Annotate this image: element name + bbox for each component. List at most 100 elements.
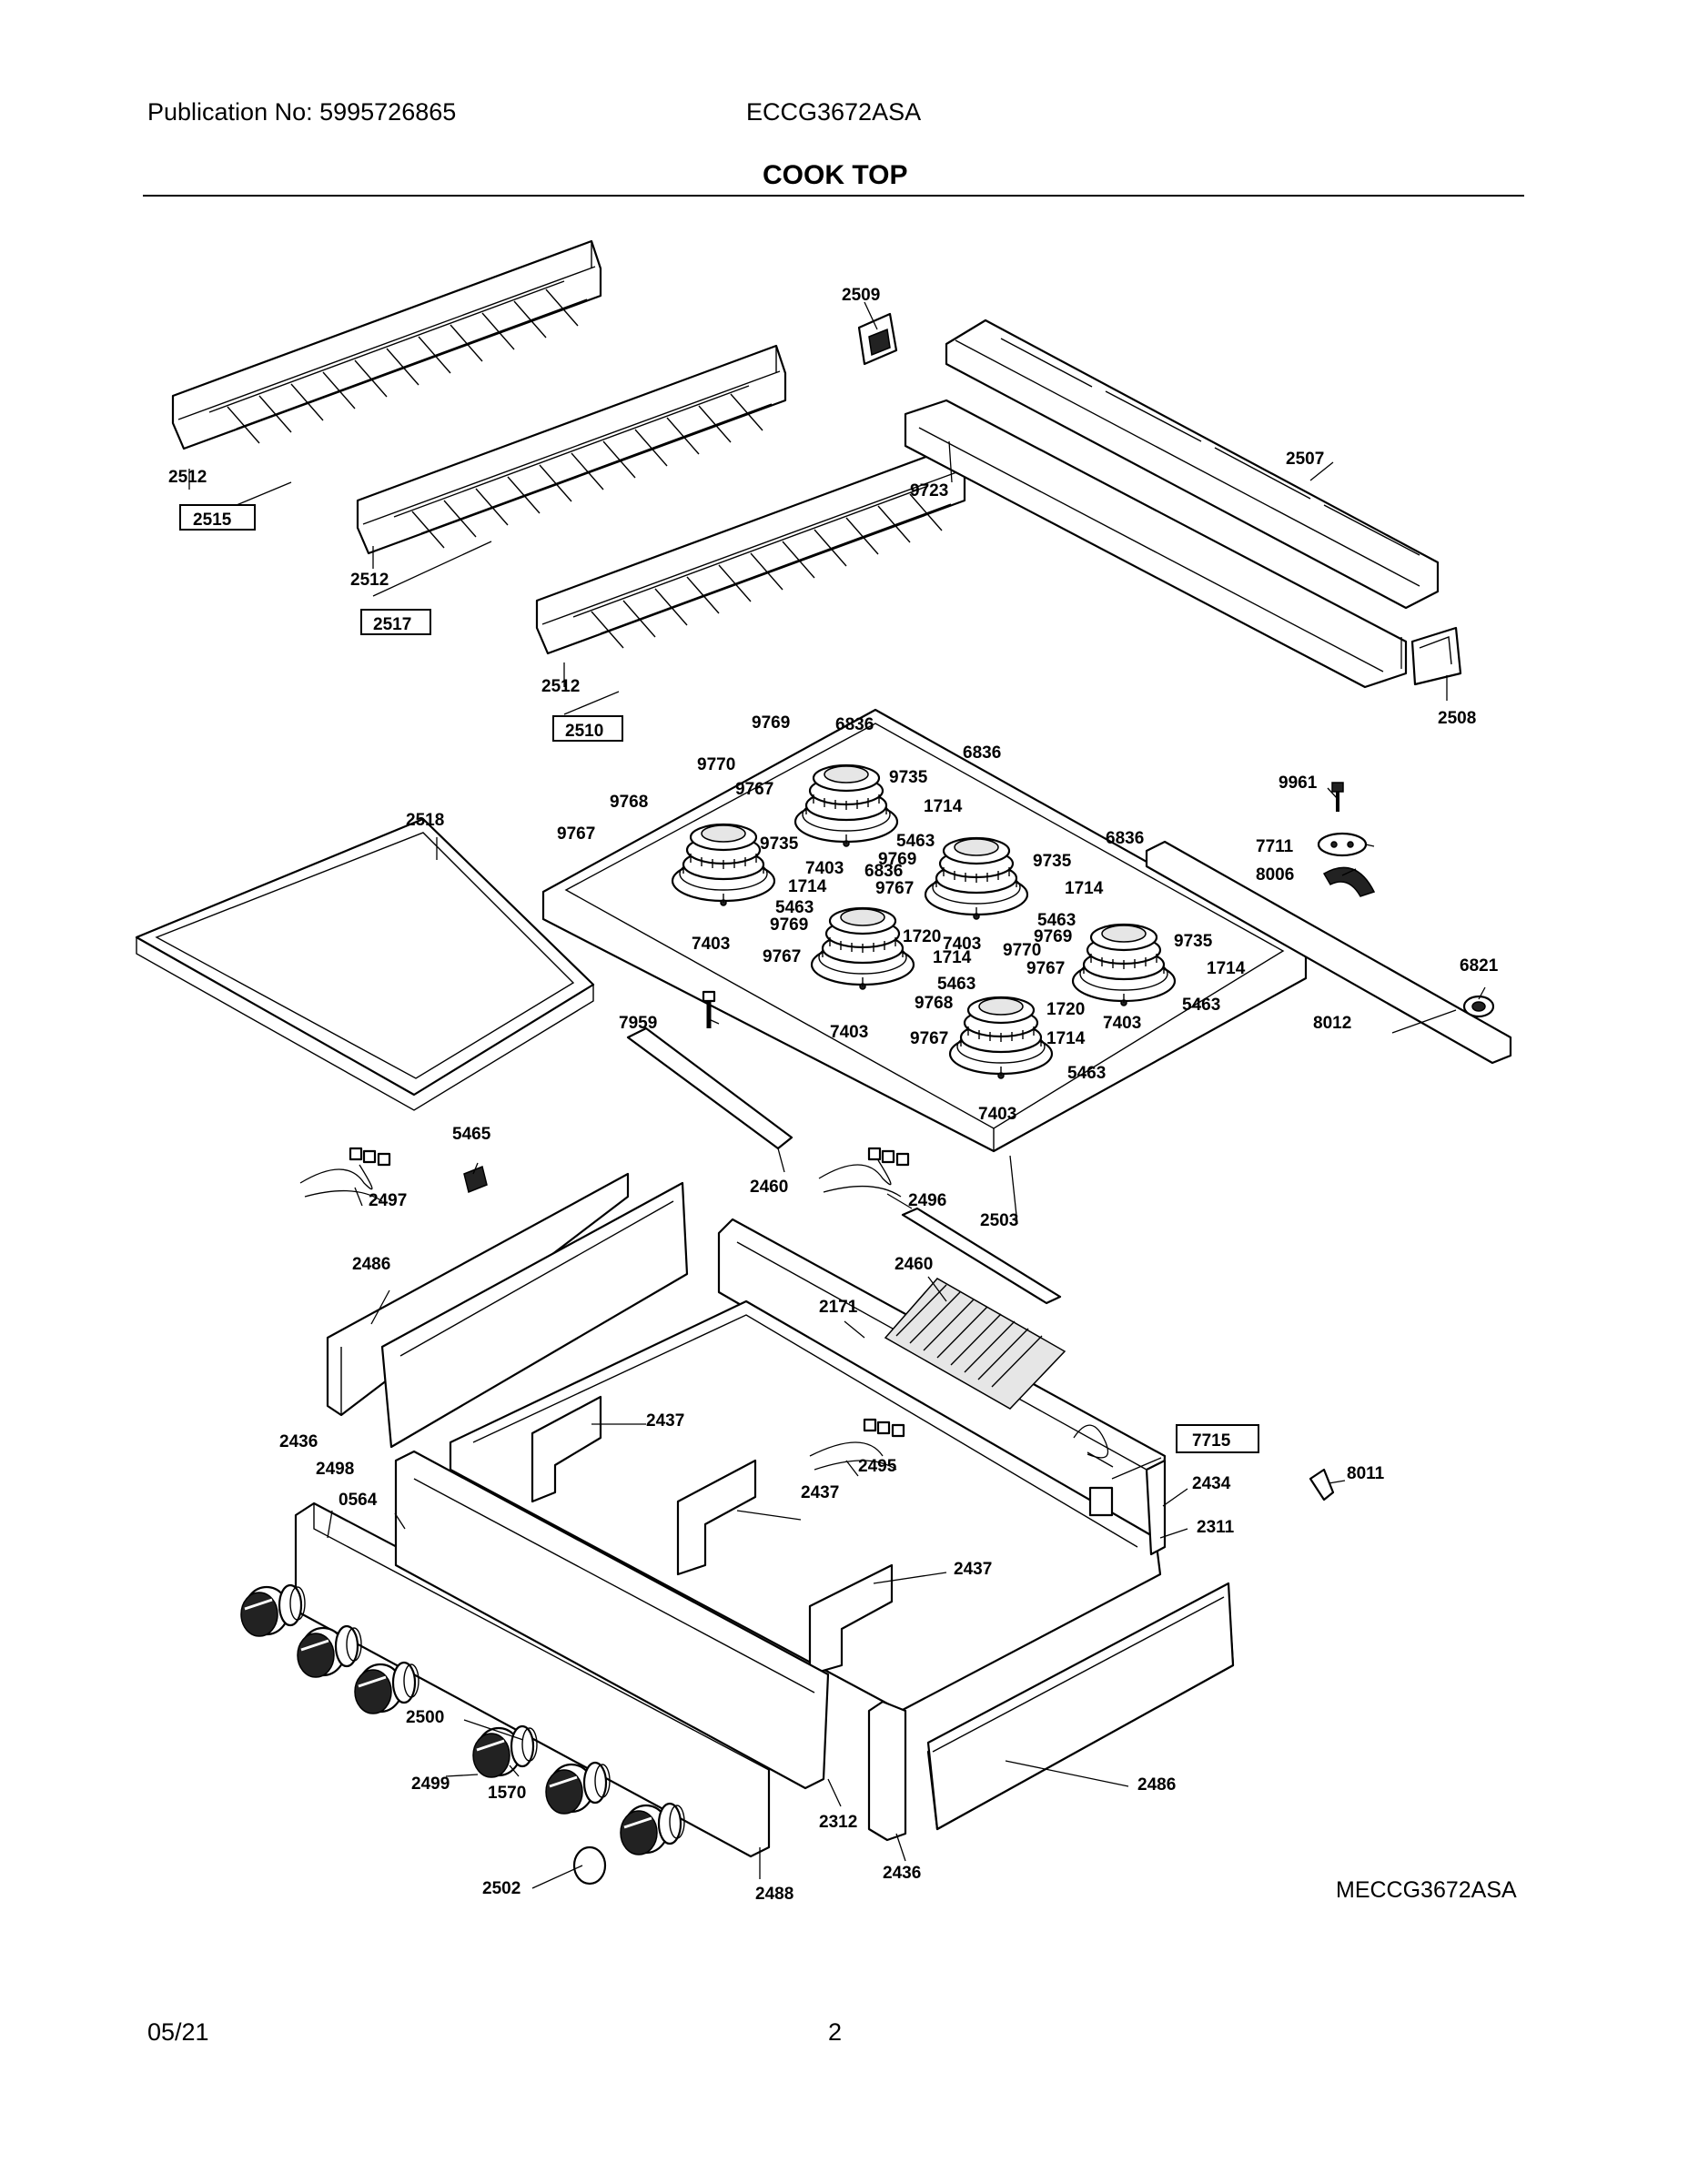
wire-bundle-7715 [1073, 1424, 1114, 1517]
clip-5465 [463, 1165, 488, 1194]
callout-2499: 2499 [411, 1774, 450, 1794]
screw-9961 [1331, 782, 1344, 812]
callout-5463: 5463 [896, 832, 935, 851]
callout-6836: 6836 [963, 743, 1001, 763]
shield-8006 [1322, 866, 1376, 897]
bumper-6821 [1462, 995, 1495, 1018]
side-panel-2486-right [926, 1582, 1235, 1831]
callout-1714: 1714 [788, 877, 827, 896]
callout-9735: 9735 [889, 768, 928, 787]
callout-2498: 2498 [316, 1460, 354, 1479]
callout-1714: 1714 [924, 797, 963, 816]
callout-2509: 2509 [842, 286, 880, 305]
callout-9770: 9770 [697, 755, 735, 774]
harness-2497 [299, 1147, 391, 1202]
leader-lines [188, 301, 1486, 1889]
callout-9767: 9767 [763, 947, 801, 966]
cooktop-2503 [541, 708, 1308, 1153]
callout-2500: 2500 [406, 1708, 444, 1727]
side-panel-2436-right [867, 1700, 907, 1842]
callout-5463: 5463 [775, 898, 814, 917]
callout-8012: 8012 [1313, 1014, 1351, 1033]
callout-2512-a: 2512 [168, 468, 207, 487]
callout-2460: 2460 [895, 1255, 933, 1274]
callout-box-2515 [179, 504, 256, 531]
side-panel-2436-left [380, 1181, 689, 1449]
callout-7403: 7403 [692, 935, 730, 954]
callout-2496: 2496 [908, 1191, 946, 1210]
callout-7403: 7403 [1103, 1014, 1141, 1033]
callout-9723: 9723 [910, 481, 948, 500]
callout-2460: 2460 [750, 1178, 788, 1197]
callout-9768: 9768 [610, 793, 648, 812]
callout-2171: 2171 [819, 1298, 858, 1317]
callout-7403: 7403 [978, 1105, 1016, 1124]
callout-9769: 9769 [770, 915, 808, 935]
callout-2436: 2436 [883, 1864, 921, 1883]
callout-2436: 2436 [279, 1432, 318, 1451]
callout-5463: 5463 [1037, 911, 1076, 930]
harness-2496 [818, 1147, 910, 1198]
inner-panel-2312 [394, 1450, 830, 1790]
callout-9767: 9767 [910, 1029, 948, 1048]
trim-bar-8012 [1145, 840, 1512, 1065]
callout-9767: 9767 [1026, 959, 1065, 978]
griddle-2518 [135, 817, 595, 1111]
callout-2517: 2517 [373, 615, 411, 634]
callout-9767: 9767 [557, 824, 595, 844]
callout-9769: 9769 [878, 850, 916, 869]
bracket-2460-lower [901, 1207, 1062, 1305]
callout-2512-b: 2512 [350, 571, 389, 590]
bracket-8011 [1309, 1468, 1335, 1502]
callout-5463: 5463 [1067, 1064, 1106, 1083]
brace-2437-a [531, 1395, 602, 1503]
knob-3 [353, 1661, 420, 1715]
bracket-2460-upper [626, 1026, 793, 1150]
callout-2486: 2486 [352, 1255, 390, 1274]
brace-2437-b [676, 1459, 757, 1576]
knob-1 [239, 1583, 307, 1638]
callout-8006: 8006 [1256, 865, 1294, 885]
callout-9735: 9735 [1174, 932, 1213, 951]
knob-2 [296, 1624, 363, 1679]
callout-2437: 2437 [646, 1411, 684, 1431]
header-rule [143, 195, 1524, 197]
callout-1720: 1720 [903, 927, 941, 946]
callout-5465: 5465 [452, 1125, 491, 1144]
callout-6821: 6821 [1460, 956, 1499, 976]
callout-1720: 1720 [1046, 1000, 1085, 1019]
grate-2515 [171, 239, 602, 450]
callout-box-7715 [1176, 1424, 1259, 1453]
callout-9769: 9769 [752, 713, 790, 733]
drawing-id: MECCG3672ASA [1336, 1877, 1517, 1903]
callout-2437: 2437 [954, 1560, 992, 1579]
callout-2486: 2486 [1137, 1775, 1176, 1795]
page-number: 2 [828, 2018, 843, 2046]
burner-box-base [449, 1299, 1162, 1713]
callout-2503: 2503 [980, 1211, 1018, 1230]
callout-9769: 9769 [1034, 927, 1072, 946]
heat-shield-2171 [884, 1278, 1066, 1410]
callout-2518: 2518 [406, 811, 444, 830]
callout-7959: 7959 [619, 1014, 657, 1033]
callout-2495: 2495 [858, 1457, 897, 1476]
callout-1714: 1714 [1046, 1029, 1086, 1048]
grate-2517 [356, 344, 787, 555]
callout-2434: 2434 [1192, 1474, 1231, 1493]
callout-1570: 1570 [488, 1784, 526, 1803]
bolt-7959 [702, 990, 716, 1028]
callout-2502: 2502 [482, 1879, 521, 1898]
revision-date: 05/21 [147, 2018, 209, 2046]
callout-1714: 1714 [933, 948, 972, 967]
callout-9735: 9735 [760, 834, 799, 854]
callout-box-2510 [552, 715, 623, 742]
section-title: COOK TOP [763, 160, 908, 190]
callout-2437: 2437 [801, 1483, 839, 1502]
harness-2495 [809, 1418, 905, 1471]
callout-1714: 1714 [1065, 879, 1104, 898]
end-cap-2509 [857, 312, 898, 366]
callout-box-2517 [360, 609, 431, 635]
callout-9961: 9961 [1279, 774, 1318, 793]
callout-5463: 5463 [1182, 996, 1220, 1015]
